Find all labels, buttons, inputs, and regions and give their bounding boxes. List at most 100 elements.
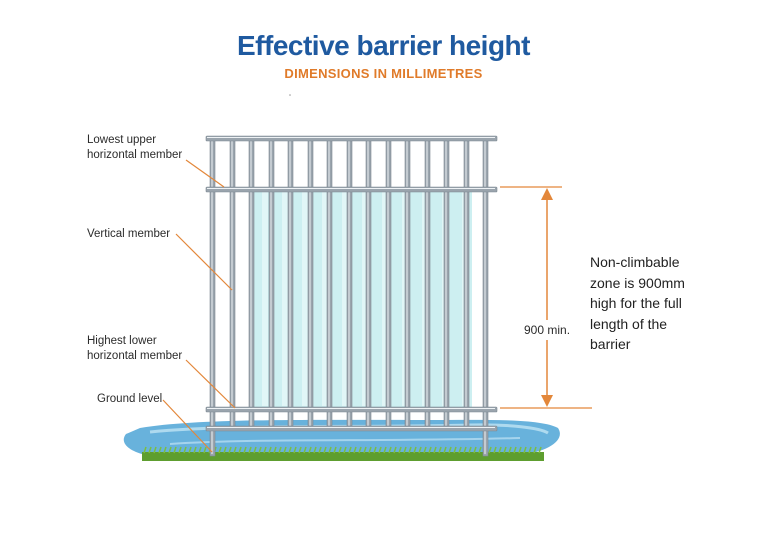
grass-blade	[423, 446, 427, 454]
bottom-rail	[205, 425, 498, 432]
arrowhead-down	[541, 395, 553, 407]
grass-blade	[183, 446, 187, 454]
leader-vertical	[175, 233, 233, 291]
grass-blade	[343, 446, 347, 454]
label-lowest-upper-member: Lowest upper horizontal member	[87, 134, 183, 161]
glass-reflection	[302, 192, 308, 406]
grass-strip	[142, 452, 544, 461]
grass-blade	[298, 446, 302, 454]
grass-blade	[348, 446, 352, 454]
grass-blade	[188, 446, 192, 454]
leader-ground	[162, 399, 213, 453]
dimension-label: 900 min.	[522, 323, 573, 337]
grass-blade	[278, 446, 282, 454]
grass-blade	[473, 446, 477, 454]
stray-dot	[289, 94, 291, 96]
grass-blade	[333, 446, 337, 454]
grass-blade	[233, 446, 237, 454]
label-vertical-member: Vertical member	[87, 228, 171, 240]
grass-blade	[418, 446, 422, 454]
grass-blade	[478, 446, 482, 454]
grass-blade	[173, 446, 177, 454]
leader-lowest-upper	[185, 159, 225, 188]
diagram-title: Effective barrier height	[237, 30, 530, 61]
grass-blade	[438, 446, 442, 454]
grass-blade	[408, 446, 412, 454]
grass-blade	[203, 446, 207, 454]
grass-blade	[528, 446, 532, 454]
grass-blade	[353, 446, 357, 454]
grass-blade	[393, 446, 397, 454]
grass-blade	[368, 446, 372, 454]
grass-blade	[268, 446, 272, 454]
grass-blade	[413, 446, 417, 454]
grass-blade	[308, 446, 312, 454]
grass-blade	[153, 446, 157, 454]
grass-blade	[238, 446, 242, 454]
glass-reflection	[282, 192, 288, 406]
grass-blade	[328, 446, 332, 454]
grass-blade	[538, 446, 542, 454]
grass-blade	[383, 446, 387, 454]
grass-blade	[493, 446, 497, 454]
grass-blade	[288, 446, 292, 454]
grass-blade	[378, 446, 382, 454]
grass-blade	[158, 446, 162, 454]
grass-blade	[468, 446, 472, 454]
label-highest-lower-member: Highest lower horizontal member	[87, 335, 183, 362]
grass-blade	[323, 446, 327, 454]
glass-reflection	[382, 192, 388, 406]
diagram-subtitle: DIMENSIONS IN MILLIMETRES	[284, 66, 483, 81]
grass-blade	[163, 446, 167, 454]
grass-blade	[503, 446, 507, 454]
grass-blade	[458, 446, 462, 454]
grass-blade	[428, 446, 432, 454]
grass-blade	[313, 446, 317, 454]
grass-blade	[228, 446, 232, 454]
grass-blade	[373, 446, 377, 454]
grass-blade	[223, 446, 227, 454]
grass-blade	[533, 446, 537, 454]
lowest-upper-rail	[205, 186, 498, 193]
grass-blade	[273, 446, 277, 454]
grass-blade	[523, 446, 527, 454]
grass-blade	[518, 446, 522, 454]
label-ground-level: Ground level	[97, 393, 163, 405]
grass-blade	[143, 446, 147, 454]
grass-blade	[443, 446, 447, 454]
grass-blade	[293, 446, 297, 454]
grass-blade	[358, 446, 362, 454]
grass-blade	[388, 446, 392, 454]
grass-blade	[148, 446, 152, 454]
grass-blade	[488, 446, 492, 454]
glass-reflection	[262, 192, 268, 406]
grass-blade	[178, 446, 182, 454]
glass-reflection	[362, 192, 368, 406]
grass-blade	[283, 446, 287, 454]
grass-blade	[303, 446, 307, 454]
grass-blade	[498, 446, 502, 454]
grass-blade	[243, 446, 247, 454]
grass-blade	[263, 446, 267, 454]
leader-highest-lower	[185, 359, 236, 409]
grass-blade	[403, 446, 407, 454]
grass-blade	[513, 446, 517, 454]
non-climbable-note: Non-climbable zone is 900mm high for the…	[590, 254, 685, 352]
top-rail	[205, 135, 498, 142]
grass-blade	[463, 446, 467, 454]
grass-blade	[398, 446, 402, 454]
grass-blade	[363, 446, 367, 454]
glass-reflection	[342, 192, 348, 406]
grass-blade	[508, 446, 512, 454]
glass-reflection	[322, 192, 328, 406]
grass-blade	[218, 446, 222, 454]
water-ripple	[169, 437, 521, 445]
grass-blade	[248, 446, 252, 454]
grass-blade	[193, 446, 197, 454]
grass-blade	[453, 446, 457, 454]
grass-blade	[253, 446, 257, 454]
grass-blade	[433, 446, 437, 454]
grass-blade	[258, 446, 262, 454]
grass-blade	[318, 446, 322, 454]
grass-blade	[198, 446, 202, 454]
